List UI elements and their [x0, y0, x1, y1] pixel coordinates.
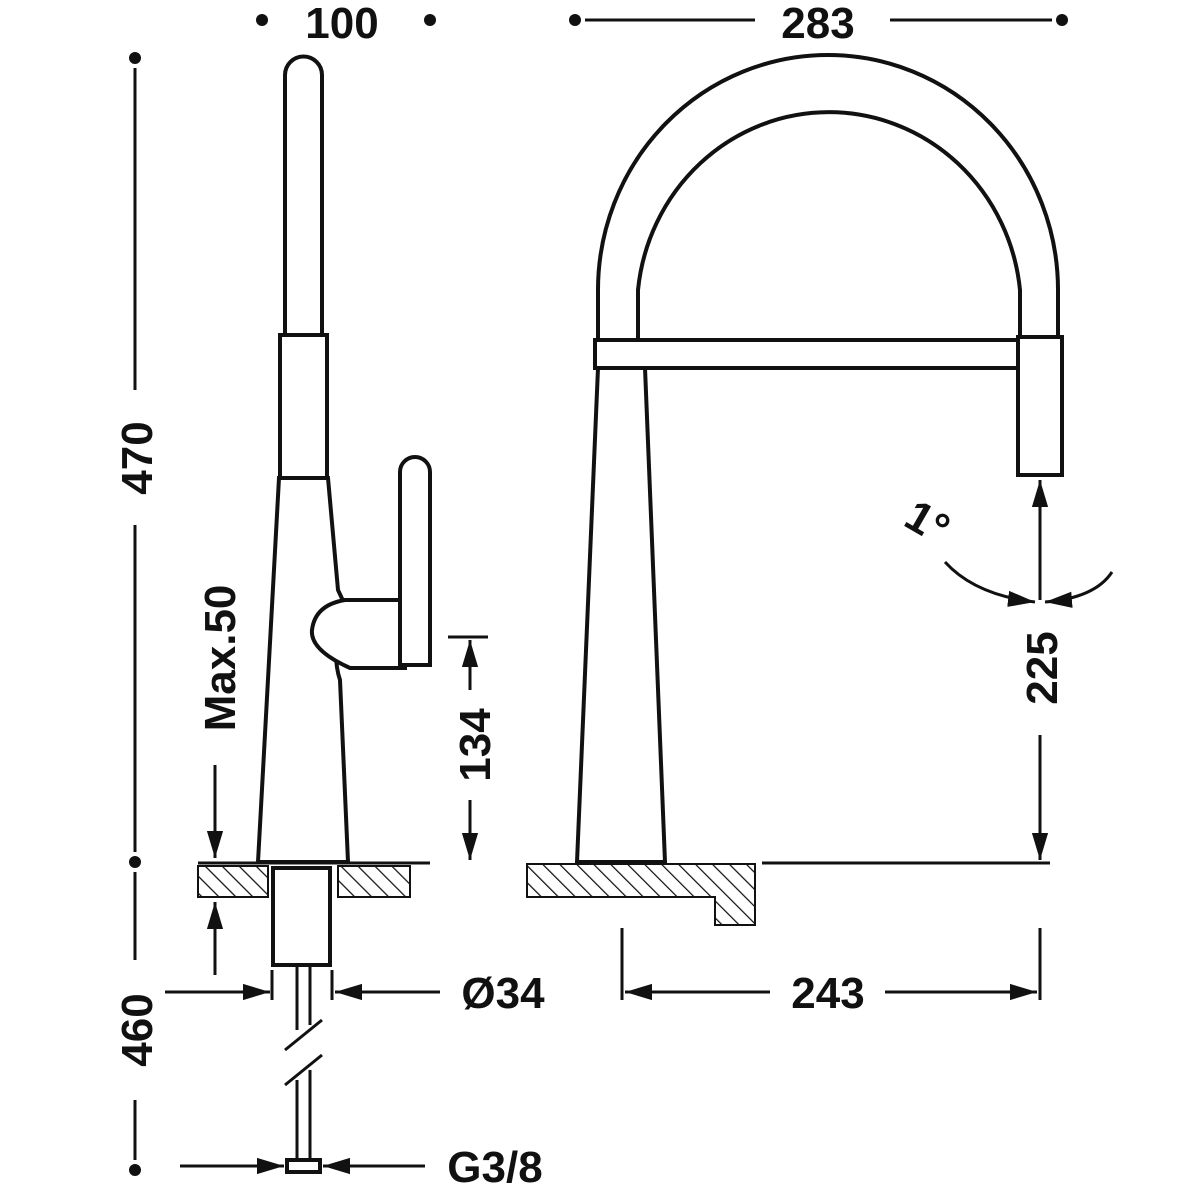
body-collar	[278, 333, 329, 480]
dim-total-height: 470	[113, 421, 162, 494]
dim-reach: 243	[791, 969, 864, 1018]
dim-width-side: 100	[305, 0, 378, 48]
dim-swivel-angle: 1°	[897, 491, 958, 554]
side-view	[197, 54, 432, 1174]
dim-spout-clearance: 225	[1018, 631, 1067, 704]
dim-hose-length: 460	[113, 993, 162, 1066]
handle-lever	[398, 455, 432, 667]
handle-knob	[309, 598, 407, 670]
dim-width-front: 283	[781, 0, 854, 48]
spray-head	[1016, 335, 1064, 477]
countertop-left	[197, 865, 269, 898]
mount-shank	[271, 866, 332, 967]
hose-connector	[285, 1158, 322, 1174]
spout-tube	[283, 54, 324, 337]
dim-handle-height: 134	[451, 708, 500, 782]
front-body	[574, 366, 668, 864]
faucet-body	[255, 476, 351, 864]
countertop-front	[526, 863, 756, 926]
countertop-right	[337, 865, 411, 898]
spring-arch	[596, 53, 1060, 342]
dim-connection: G3/8	[447, 1143, 542, 1192]
dim-max-deck: Max.50	[196, 585, 245, 732]
supply-hose	[284, 965, 323, 1174]
dim-hole-diameter: Ø34	[461, 969, 545, 1018]
dimension-lines	[129, 14, 1114, 1176]
spout-bar	[593, 338, 1027, 370]
front-view	[526, 53, 1064, 926]
